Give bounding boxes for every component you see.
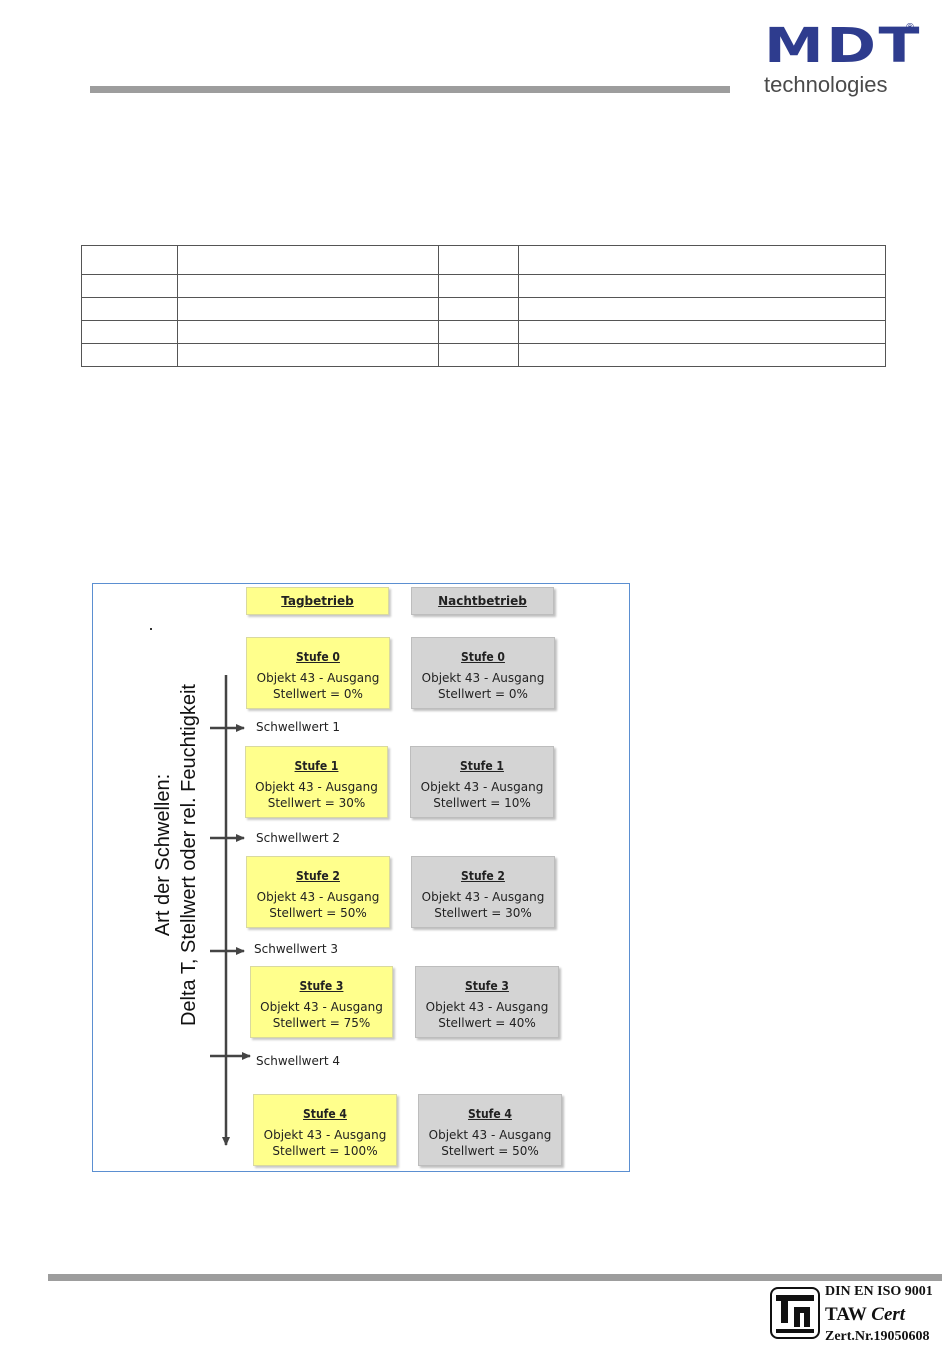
night-stage-3: Stufe 3 Objekt 43 - Ausgang Stellwert = … [415,966,559,1038]
footer-rule [48,1274,942,1281]
threshold-label-3: Schwellwert 3 [254,942,338,956]
stage-title: Stufe 1 [460,759,504,773]
day-stage-0: Stufe 0 Objekt 43 - Ausgang Stellwert = … [246,637,390,709]
stage-object: Objekt 43 - Ausgang [428,1128,552,1142]
day-stage-4: Stufe 4 Objekt 43 - Ausgang Stellwert = … [253,1094,397,1166]
taw-cert-logo-icon [770,1287,820,1339]
table-cell [177,245,439,275]
day-stage-2: Stufe 2 Objekt 43 - Ausgang Stellwert = … [246,856,390,928]
logo-mark: MDT [764,18,922,74]
stage-value: Stellwert = 30% [434,906,532,920]
header-rule [90,86,730,93]
stage-object: Objekt 43 - Ausgang [256,671,380,685]
night-stage-0: Stufe 0 Objekt 43 - Ausgang Stellwert = … [411,637,555,709]
header-nachtbetrieb: Nachtbetrieb [411,587,554,615]
table-cell [518,297,886,321]
stage-title: Stufe 2 [296,869,340,883]
stage-title: Stufe 1 [294,759,339,773]
stage-title: Stufe 4 [468,1107,512,1121]
logo-subtitle: technologies [764,72,888,97]
axis-label-line1: Art der Schwellen: [152,773,174,937]
stage-title: Stufe 2 [461,869,505,883]
table-row [81,297,886,321]
threshold-label-1: Schwellwert 1 [256,720,340,734]
stage-value: Stellwert = 0% [438,687,528,701]
table-cell [438,343,519,367]
threshold-label-2: Schwellwert 2 [256,831,340,845]
stage-object: Objekt 43 - Ausgang [260,1000,383,1014]
night-stage-2: Stufe 2 Objekt 43 - Ausgang Stellwert = … [411,856,555,928]
table-cell [518,343,886,367]
stage-value: Stellwert = 30% [267,796,366,810]
stage-object: Objekt 43 - Ausgang [421,890,545,904]
mdt-logo: MDT ® technologies [764,22,919,102]
cert-line-1: DIN EN ISO 9001 [825,1284,933,1299]
cert-line-2-cert: Cert [871,1304,906,1325]
night-stage-1: Stufe 1 Objekt 43 - Ausgang Stellwert = … [410,746,554,818]
stage-title: Stufe 3 [299,979,344,993]
stage-value: Stellwert = 0% [273,687,363,701]
stage-title: Stufe 4 [303,1107,347,1121]
stage-object: Objekt 43 - Ausgang [420,780,544,794]
threshold-label-4: Schwellwert 4 [256,1054,340,1068]
table-row [81,343,886,367]
cert-line-3: Zert.Nr.19050608 [825,1329,930,1344]
stage-object: Objekt 43 - Ausgang [421,671,545,685]
axis-label-line2: Delta T, Stellwert oder rel. Feuchtigkei… [178,684,200,1027]
logo-registered-mark: ® [905,22,915,33]
stage-object: Objekt 43 - Ausgang [256,890,380,904]
stage-object: Objekt 43 - Ausgang [255,780,378,794]
table-cell [177,274,439,298]
axis-label: Art der Schwellen: Delta T, Stellwert od… [150,645,240,1065]
cert-line-2-taw: TAW [825,1304,872,1325]
stage-object: Objekt 43 - Ausgang [263,1128,387,1142]
stray-dot [150,628,152,630]
day-stage-1: Stufe 1 Objekt 43 - Ausgang Stellwert = … [245,746,388,818]
table-row [81,245,886,275]
stage-object: Objekt 43 - Ausgang [425,1000,549,1014]
stage-value: Stellwert = 100% [272,1144,378,1158]
table-cell [81,343,178,367]
stage-value: Stellwert = 75% [272,1016,371,1030]
stage-value: Stellwert = 50% [269,906,367,920]
day-stage-3: Stufe 3 Objekt 43 - Ausgang Stellwert = … [250,966,393,1038]
night-stage-4: Stufe 4 Objekt 43 - Ausgang Stellwert = … [418,1094,562,1166]
header-tagbetrieb: Tagbetrieb [246,587,389,615]
stage-value: Stellwert = 40% [438,1016,536,1030]
stage-value: Stellwert = 10% [433,796,531,810]
table-cell [81,245,178,275]
cert-line-2: TAW Cert [825,1304,905,1326]
stage-value: Stellwert = 50% [441,1144,539,1158]
parameter-table [81,245,886,367]
table-cell [177,343,439,367]
stage-title: Stufe 0 [461,650,505,664]
stage-title: Stufe 0 [296,650,340,664]
stage-title: Stufe 3 [465,979,509,993]
